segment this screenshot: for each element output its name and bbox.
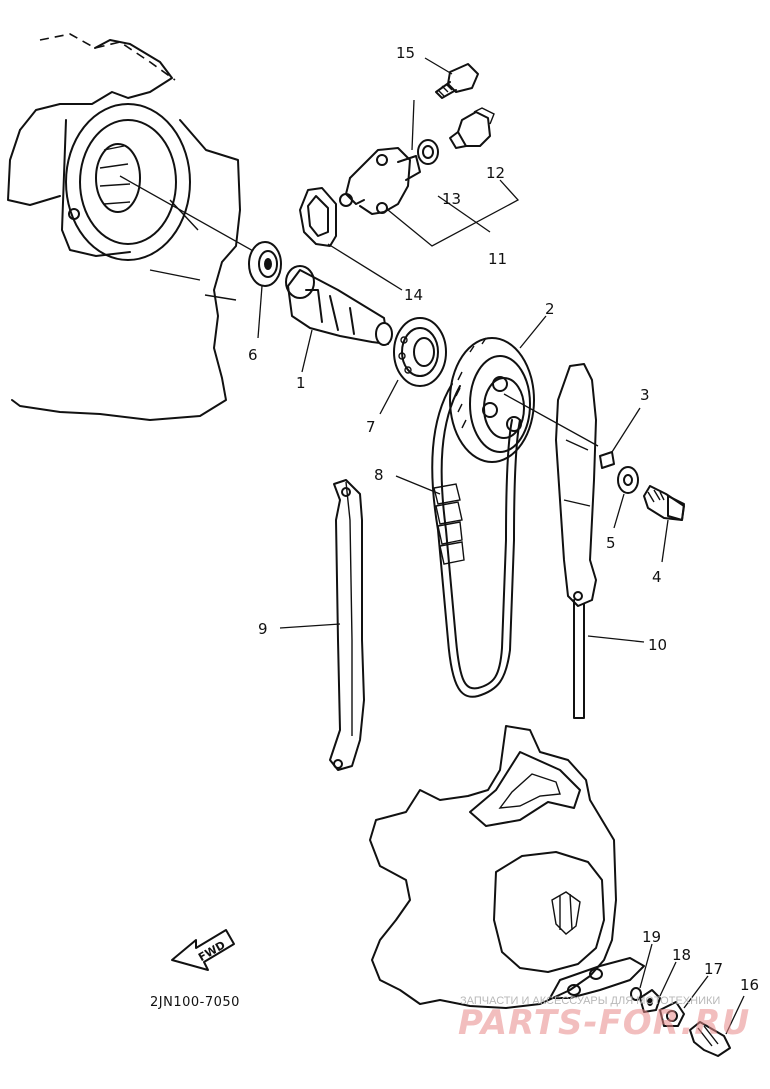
callout-10: 10 [648,636,667,654]
cover-fasteners: 19 18 17 16 [630,928,759,1057]
gasket-14: 14 [299,187,423,304]
callout-2: 2 [545,300,555,318]
cam-sprocket-2: 2 [449,300,599,463]
callout-11: 11 [488,250,507,268]
bolt-15: 15 [396,44,479,99]
crankcase [369,725,645,1009]
callout-13: 13 [442,190,461,208]
fwd-label: FWD [196,938,227,964]
cam-chain-tensioner: 12 13 11 [339,99,520,268]
cam-chain-8: 8 [374,383,521,698]
callout-3: 3 [640,386,650,404]
callout-16: 16 [740,976,759,994]
callout-14: 14 [404,286,423,304]
callout-15: 15 [396,44,415,62]
chain-guide-9: 9 [258,479,365,771]
callout-12: 12 [486,164,505,182]
watermark-tagline: ЗАПЧАСТИ И АКСЕССУАРЫ ДЛЯ МОТОТЕХНИКИ [460,995,720,1007]
bearing-7: 7 [366,317,447,436]
callout-7: 7 [366,418,376,436]
watermark-brand: PARTS-FOR.RU [458,1003,750,1043]
callout-8: 8 [374,466,384,484]
diagram-code: 2JN100-7050 [150,995,240,1010]
camshaft-1: 1 [285,265,393,392]
callout-5: 5 [606,534,616,552]
callout-6: 6 [248,346,258,364]
callout-4: 4 [652,568,662,586]
sprocket-fasteners: 3 5 4 [599,386,685,586]
bearing-6: 6 [248,241,282,364]
callout-17: 17 [704,960,723,978]
forward-arrow: FWD [171,929,235,971]
chain-guide-10: 10 [555,363,667,719]
cylinder-head [7,33,263,421]
callout-18: 18 [672,946,691,964]
callout-9: 9 [258,620,268,638]
callout-1: 1 [296,374,306,392]
callout-19: 19 [642,928,661,946]
